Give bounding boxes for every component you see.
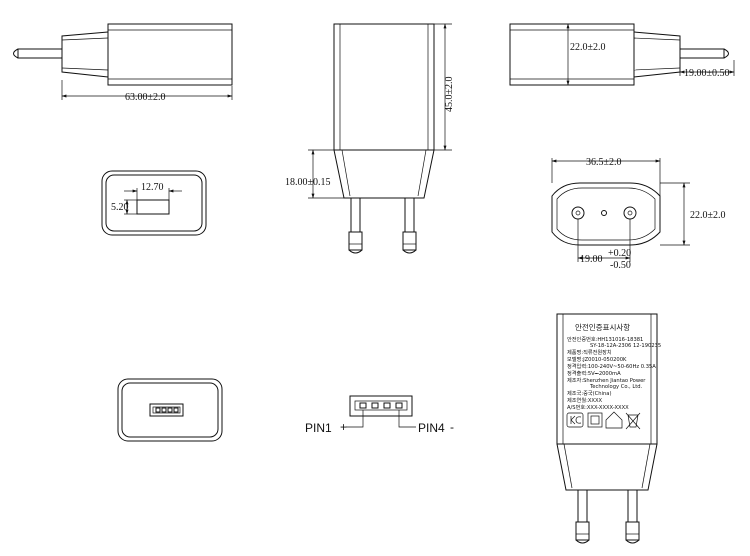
label-line: 안전인증번호:HH131016-18381 — [567, 335, 643, 343]
pin4-sign: - — [450, 420, 454, 434]
dim-pin-spacing-minus: -0.50 — [610, 260, 631, 271]
pin4-label: PIN4 — [418, 421, 445, 435]
usb-pinout: PIN1 + PIN4 - — [305, 395, 454, 435]
label-line: A/S번호:XXX-XXXX-XXXX — [567, 403, 629, 411]
side-view-left: 63.00±2.0 — [13, 23, 233, 103]
label-line: 제품명:직류전원장치 — [567, 348, 612, 356]
dim-usb-height: 5.20 — [111, 202, 129, 213]
label-line: 제조자:Shenzhen Jiantao Power — [567, 376, 646, 384]
dim-plug-face-width: 36.5±2.0 — [586, 157, 622, 168]
dim-pin-spacing: 19.00 — [580, 254, 603, 265]
label-line: SY-18-12A-2306 12-190235 — [590, 343, 661, 349]
indoor-use-icon — [605, 411, 623, 429]
label-line: 제조국:중국(China) — [567, 389, 611, 397]
dim-pin-spacing-plus: +0.20 — [608, 248, 631, 259]
dim-total-height: 45.0±2.0 — [444, 77, 455, 113]
label-title: 안전인증표시사항 — [575, 322, 630, 332]
label-line: 모델명:JZ0010-050200K — [567, 355, 627, 363]
usb-slot-detail: 12.70 5.20 — [101, 170, 207, 236]
dim-pin-length: 19.00±0.50 — [684, 68, 730, 79]
front-view: 45.0±2.0 18.00±0.15 — [285, 23, 455, 254]
label-view: 안전인증표시사항 안전인증번호:HH131016-18381 SY-18-12A… — [556, 313, 661, 544]
dim-depth: 22.0±2.0 — [570, 42, 606, 53]
label-line: 정격입력:100-240V~50-60Hz 0.35A — [567, 362, 656, 370]
pin1-sign: + — [340, 420, 347, 434]
plug-face-view: 36.5±2.0 22.0±2.0 19.00 +0.20 -0.50 — [551, 157, 726, 271]
dim-usb-width: 12.70 — [141, 182, 164, 193]
pin1-label: PIN1 — [305, 421, 332, 435]
double-insulation-icon — [587, 412, 603, 428]
dim-plug-height: 18.00±0.15 — [285, 177, 331, 188]
label-line: 제조연월:XXXX — [567, 396, 602, 404]
label-line: 정격출력:5V⎓2000mA — [567, 369, 621, 377]
usb-front-view — [117, 378, 223, 442]
side-view-right: 22.0±2.0 19.00±0.50 — [509, 23, 735, 86]
dim-total-width: 63.00±2.0 — [125, 92, 166, 103]
weee-bin-icon — [625, 412, 641, 430]
kc-mark-icon — [566, 412, 584, 428]
dim-plug-face-height: 22.0±2.0 — [690, 210, 726, 221]
label-line: Technology Co., Ltd. — [589, 384, 643, 390]
